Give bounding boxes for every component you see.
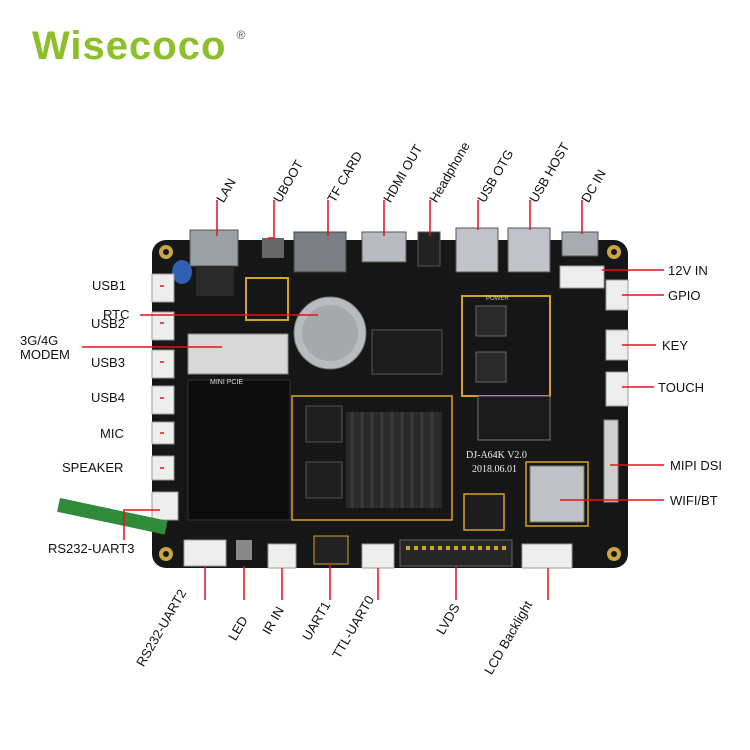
usb-otg-port — [455, 227, 499, 273]
lvds-connector — [399, 539, 513, 567]
capacitor — [172, 260, 192, 284]
registered-mark: ® — [236, 28, 247, 42]
label-touch: TOUCH — [658, 380, 704, 395]
label-usb1: USB1 — [92, 278, 126, 293]
pmic-chip — [371, 329, 443, 375]
lan-port — [189, 229, 239, 267]
label-modem-line2: MODEM — [20, 347, 70, 362]
brand-logo-rest: isecoco — [70, 24, 227, 68]
ram-chip — [305, 461, 343, 499]
label-key: KEY — [662, 338, 689, 353]
leader-lines — [82, 200, 664, 600]
ttl-uart0-connector — [361, 543, 395, 569]
lan-transformer — [196, 266, 234, 296]
label-gpio: GPIO — [668, 288, 701, 303]
uart1-header — [313, 535, 349, 565]
lvds-chip — [463, 493, 505, 531]
board-model: DJ-A64K V2.0 — [466, 450, 527, 461]
label-usb3: USB3 — [91, 355, 125, 370]
tf-card-slot — [293, 231, 347, 273]
emmc-chip — [477, 395, 551, 441]
label-rtc: RTC — [103, 307, 130, 322]
power-silk: POWER — [486, 296, 509, 302]
inductor — [475, 305, 507, 337]
board-date: 2018.06.01 — [472, 464, 517, 475]
label-speaker: SPEAKER — [62, 460, 124, 475]
led — [236, 540, 252, 560]
inductor — [475, 351, 507, 383]
brand-logo: Wisecoco ® — [32, 24, 245, 69]
wifi-module — [529, 465, 585, 523]
right-connectors — [559, 265, 629, 503]
lvds-pins — [406, 546, 506, 550]
label-mic: MIC — [100, 426, 124, 441]
headphone-jack — [417, 231, 441, 267]
ram-chip — [305, 405, 343, 443]
rs232-uart2-connector — [183, 539, 227, 567]
label-usb2: USB2 — [91, 316, 125, 331]
lcd-backlight-connector — [521, 543, 573, 569]
mini-pcie-silk: MINI PCIE — [210, 379, 243, 386]
label-wifi-bt: WIFI/BT — [670, 493, 718, 508]
brand-logo-initial: W — [32, 24, 71, 68]
heatsink-fins — [350, 412, 434, 508]
label-usb4: USB4 — [91, 390, 125, 405]
label-12v-in: 12V IN — [668, 263, 708, 278]
antenna — [57, 497, 168, 535]
rtc-chip-area — [245, 277, 289, 321]
hdmi-port — [361, 231, 407, 263]
label-rs232-uart3: RS232-UART3 — [48, 541, 135, 556]
uboot-switch — [262, 238, 284, 258]
modem-area — [187, 379, 291, 521]
ir-in-connector — [267, 543, 297, 569]
usb-host-port — [507, 227, 551, 273]
mini-pcie-slot — [187, 333, 289, 375]
soc-outline — [291, 395, 453, 521]
label-modem-line1: 3G/4G — [20, 333, 59, 348]
dc-in-jack — [561, 231, 599, 257]
label-mipi-dsi: MIPI DSI — [670, 458, 723, 473]
heatsink — [346, 412, 442, 508]
